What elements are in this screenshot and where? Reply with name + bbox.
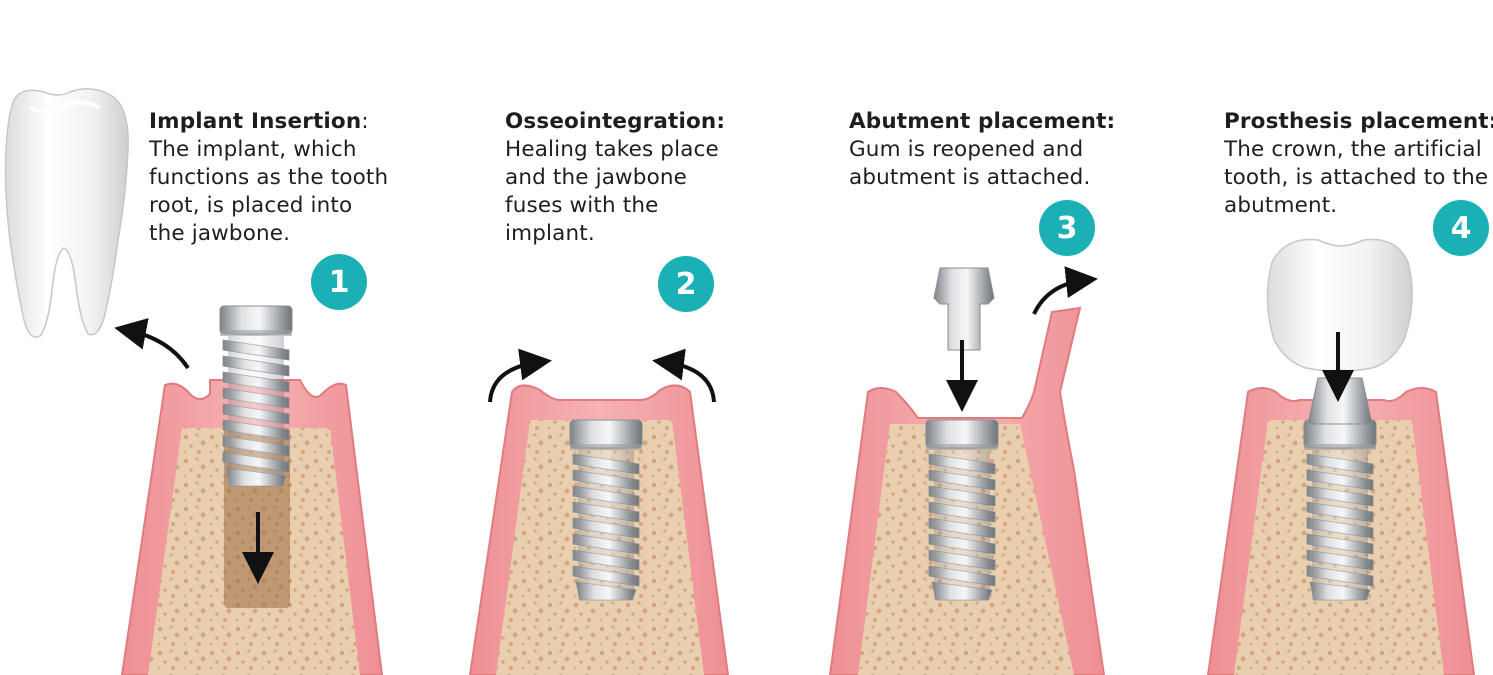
stage-title: Osseointegration:	[505, 108, 725, 136]
step-badge-1: 1	[311, 254, 367, 310]
implant-screw-icon	[926, 420, 998, 600]
implant-screw-icon	[1304, 420, 1376, 600]
stage-line: implant.	[505, 220, 725, 248]
arrow-icon	[126, 330, 188, 368]
stage-line: The implant, which	[149, 136, 388, 164]
stage-line: Healing takes place	[505, 136, 725, 164]
stage-line: and the jawbone	[505, 164, 725, 192]
stage-2-caption: Osseointegration: Healing takes place an…	[505, 108, 725, 248]
abutment-icon	[934, 268, 994, 350]
stage-3-caption: Abutment placement: Gum is reopened and …	[849, 108, 1115, 192]
step-badge-2: 2	[658, 256, 714, 312]
stage-title-suffix: :	[361, 109, 368, 134]
stage-title: Implant Insertion	[149, 109, 361, 134]
implant-screw-icon	[570, 420, 642, 600]
stage-line: fuses with the	[505, 192, 725, 220]
stage-line: root, is placed into	[149, 192, 388, 220]
stage-line: functions as the tooth	[149, 164, 388, 192]
stage-line: the jawbone.	[149, 220, 388, 248]
implant-screw-icon	[220, 306, 292, 486]
stage-title: Prosthesis placement:	[1224, 108, 1493, 136]
stage-line: abutment is attached.	[849, 164, 1115, 192]
step-badge-3: 3	[1039, 200, 1095, 256]
stage-1-caption: Implant Insertion: The implant, which fu…	[149, 108, 388, 248]
stage-line: tooth, is attached to the	[1224, 164, 1493, 192]
step-badge-4: 4	[1433, 200, 1489, 256]
tooth-icon	[6, 89, 129, 337]
stage-line: The crown, the artificial	[1224, 136, 1493, 164]
stage-line: Gum is reopened and	[849, 136, 1115, 164]
stage-title: Abutment placement:	[849, 108, 1115, 136]
